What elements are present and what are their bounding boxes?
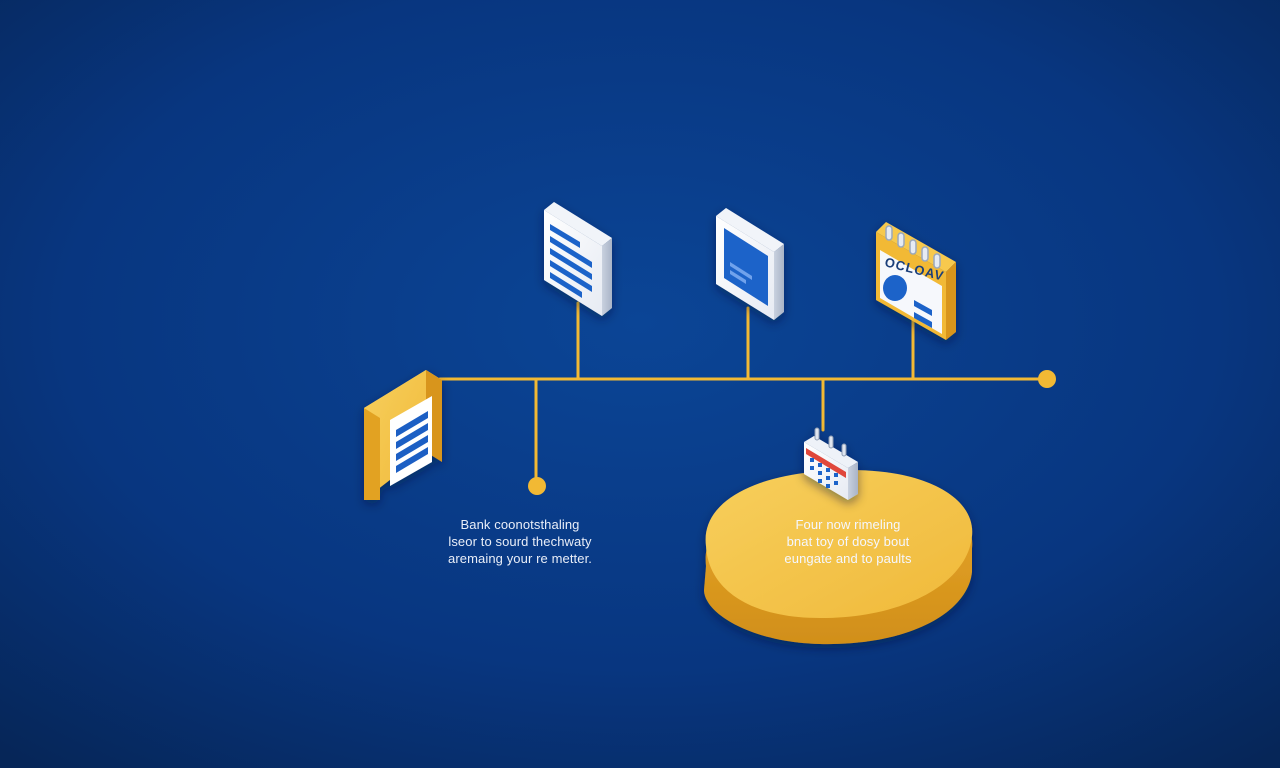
caption-left-line-1: Bank coonotsthaling [460, 517, 580, 532]
gold-platform [704, 470, 973, 645]
caption-right: Four now rimeling bnat toy of dosy bout … [738, 516, 958, 567]
caption-right-line-3: eungate and to paults [784, 551, 912, 566]
calendar-card-icon [876, 222, 956, 340]
document-book-icon [716, 208, 784, 320]
data-server-icon [364, 370, 442, 500]
timeline-end-dot [1038, 370, 1056, 388]
calendar-grid-icon [804, 427, 858, 500]
caption-right-line-1: Four now rimeling [795, 517, 901, 532]
timeline-node-dot [528, 477, 546, 495]
document-lines-icon [544, 202, 612, 316]
caption-left-line-3: aremaing your re metter. [447, 551, 593, 566]
caption-left: Bank coonotsthaling lseor to sourd thech… [410, 516, 630, 567]
caption-left-line-2: lseor to sourd thechwaty [448, 534, 592, 549]
caption-right-line-2: bnat toy of dosy bout [786, 534, 910, 549]
timeline-connectors [438, 301, 1048, 486]
